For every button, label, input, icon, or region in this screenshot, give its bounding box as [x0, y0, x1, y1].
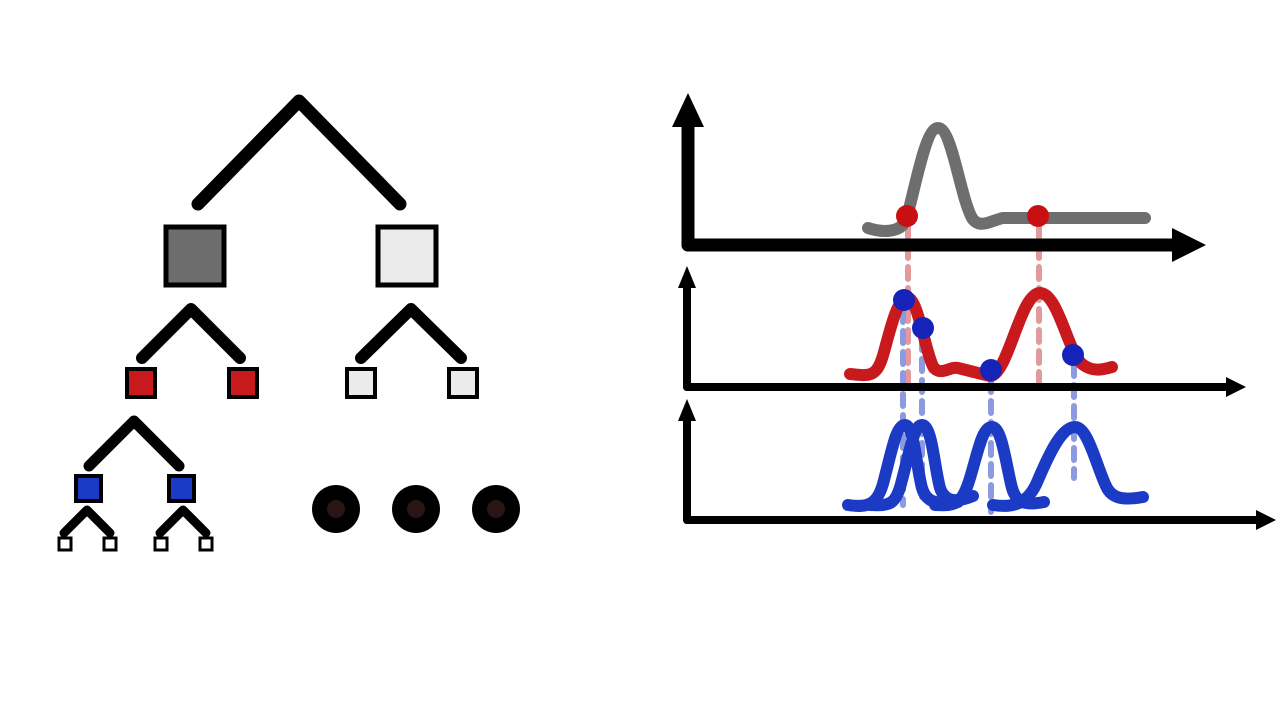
branch-level4-right — [155, 505, 211, 538]
red-guide-lines — [905, 222, 1042, 388]
tree-node-level3-1 — [74, 474, 103, 503]
ellipsis-dots — [312, 485, 520, 533]
bottom-plot-blue-peak-4 — [987, 421, 1149, 512]
branch-level3 — [83, 415, 185, 472]
tree-node-level4-2 — [102, 536, 118, 552]
branch-level2-right — [355, 303, 467, 364]
blue-marker-4 — [1062, 344, 1084, 366]
branch-level2-left — [136, 303, 246, 364]
root-branch — [191, 94, 407, 211]
tree-node-level3-2 — [167, 474, 196, 503]
blue-markers — [893, 289, 1084, 381]
top-plot-y-arrowhead — [672, 93, 704, 127]
bottom-plot-blue-curves — [842, 419, 1149, 512]
tree-node-level1-left — [163, 224, 227, 288]
tree-node-level4-1 — [57, 536, 73, 552]
bottom-plot-blue-peak-3 — [929, 421, 1050, 512]
top-plot-axes — [672, 93, 1206, 262]
tree-node-level4-3 — [153, 536, 169, 552]
branch-level4-left — [59, 505, 115, 538]
middle-plot-x-arrowhead — [1226, 377, 1246, 397]
bottom-plot-y-arrowhead — [678, 399, 696, 421]
tree-node-level4-4 — [198, 536, 214, 552]
tree-node-level2-1 — [125, 367, 157, 399]
density-plots — [672, 93, 1276, 530]
red-marker-2 — [1027, 205, 1049, 227]
tree-node-level2-2 — [227, 367, 259, 399]
tree-node-level2-3 — [345, 367, 377, 399]
middle-plot-axes — [678, 266, 1246, 397]
bottom-plot-blue-peak-1 — [842, 419, 964, 512]
bottom-plot-blue-peak-2 — [864, 419, 979, 512]
blue-marker-1 — [893, 289, 915, 311]
middle-plot-y-arrowhead — [678, 266, 696, 288]
red-marker-1 — [896, 205, 918, 227]
bottom-plot-x-arrowhead — [1256, 510, 1276, 530]
top-plot-x-arrowhead — [1172, 228, 1206, 262]
binary-tree — [57, 94, 520, 552]
ellipsis-dot-1-center — [327, 500, 345, 518]
blue-marker-2 — [912, 317, 934, 339]
ellipsis-dot-3-center — [487, 500, 505, 518]
bottom-plot-axes — [678, 399, 1276, 530]
tree-node-level2-4 — [447, 367, 479, 399]
red-markers — [896, 205, 1049, 227]
ellipsis-dot-2-center — [407, 500, 425, 518]
blue-marker-3 — [980, 359, 1002, 381]
tree-node-level1-right — [375, 224, 439, 288]
